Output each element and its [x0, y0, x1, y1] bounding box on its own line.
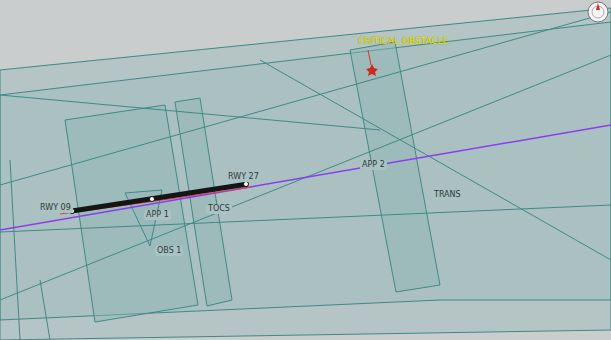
compass-icon [588, 2, 608, 22]
surface-label: TOCS [206, 204, 232, 214]
assessment-surfaces [0, 8, 611, 340]
surface-edges [0, 12, 611, 340]
surface-label: TRANS [432, 190, 463, 200]
threshold-dot [244, 182, 249, 187]
surface-label: APP 1 [144, 210, 171, 220]
runway-dot [150, 197, 155, 202]
leader-line [368, 50, 371, 65]
obstacle-marker [366, 64, 378, 76]
surface-label: APP 2 [360, 160, 387, 170]
obstacle-label: CRITICAL OBSTACLE [356, 36, 450, 46]
surface-label: OBS 1 [155, 246, 183, 256]
threshold-label: RWY 09 [38, 203, 73, 213]
threshold-label: RWY 27 [226, 172, 261, 182]
centreline [0, 125, 611, 230]
